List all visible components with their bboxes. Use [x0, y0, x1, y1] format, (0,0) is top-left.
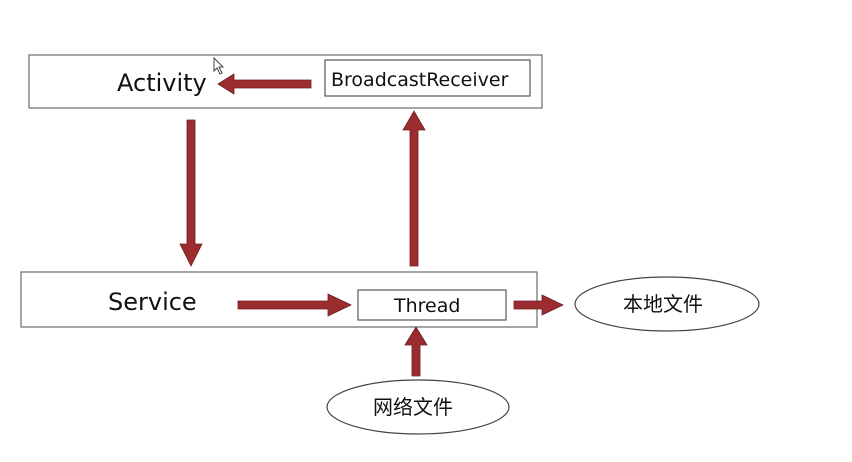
arrow-activity-to-service [179, 119, 203, 267]
activity-label: Activity [117, 69, 207, 97]
thread-box [357, 289, 507, 321]
arrow-thread-to-local-file [513, 294, 564, 316]
service-label: Service [108, 288, 197, 316]
arrow-thread-to-receiver [402, 110, 426, 267]
mouse-cursor-icon [213, 56, 225, 75]
thread-label: Thread [393, 295, 460, 317]
arrow-service-to-thread [237, 293, 352, 317]
local-file-label: 本地文件 [623, 292, 703, 316]
network-file-node [326, 379, 510, 435]
broadcast-receiver-label: BroadcastReceiver [331, 69, 509, 91]
arrow-receiver-to-activity [217, 73, 312, 95]
network-file-label: 网络文件 [373, 395, 453, 419]
broadcast-receiver-box [324, 59, 531, 97]
local-file-node [574, 276, 760, 332]
arrow-network-to-thread [404, 326, 428, 377]
